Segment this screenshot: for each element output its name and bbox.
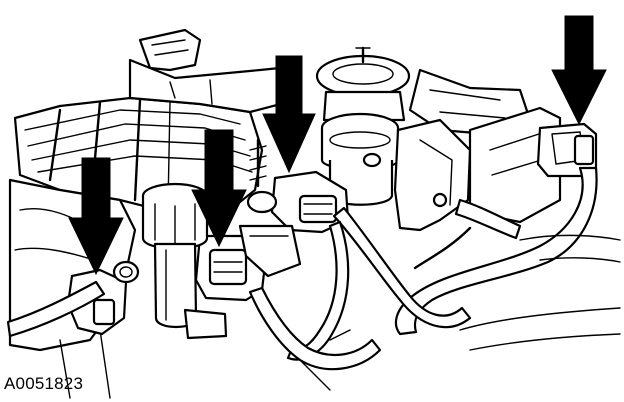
figure-id-label: A0051823 xyxy=(4,374,84,393)
bracket-plate xyxy=(393,106,562,232)
wiring-harness-right xyxy=(394,166,598,336)
throttle-body-area xyxy=(128,28,532,137)
connector-lower xyxy=(194,224,302,302)
arrow-3 xyxy=(262,55,316,174)
hose-left xyxy=(6,280,106,338)
connector-right xyxy=(536,122,598,178)
callout-arrows xyxy=(68,15,607,276)
sensor-canister xyxy=(141,182,228,340)
arrow-1 xyxy=(68,157,124,276)
wiring-harness-center xyxy=(286,206,472,361)
arrow-4 xyxy=(551,15,607,126)
arrow-2 xyxy=(191,129,247,248)
egr-valve xyxy=(315,46,411,206)
wiring-harness-lower xyxy=(248,286,382,391)
hoses-lower-right xyxy=(459,234,621,351)
